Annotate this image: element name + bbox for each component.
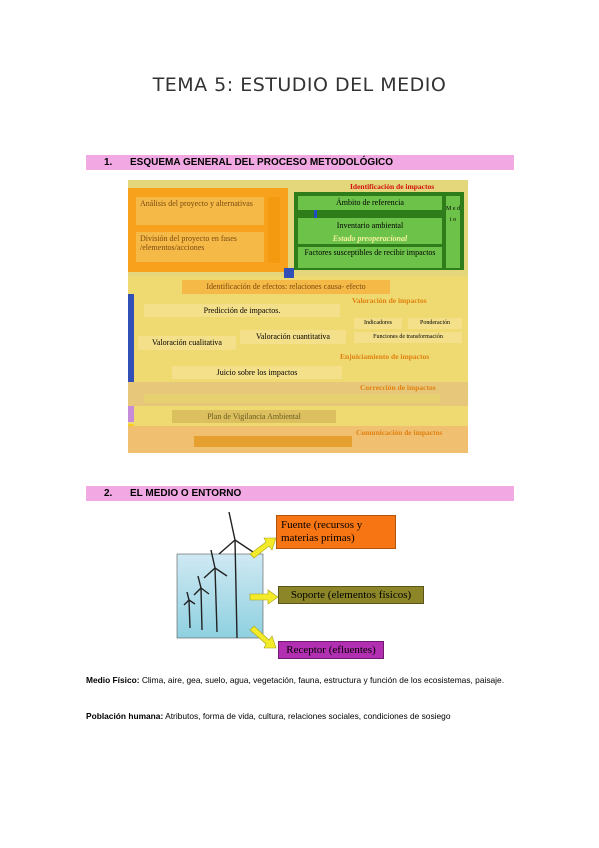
- medio-fisico-paragraph: Medio Físico: Clima, aire, gea, suelo, a…: [86, 674, 514, 686]
- juicio-box: Juicio sobre los impactos: [172, 366, 342, 379]
- section-heading-1: 1. ESQUEMA GENERAL DEL PROCESO METODOLÓGI…: [86, 155, 514, 170]
- funciones-box: Funciones de transformación: [354, 332, 462, 343]
- prediccion-box: Predicción de impactos.: [144, 304, 340, 317]
- page-title: TEMA 5: ESTUDIO DEL MEDIO: [152, 74, 447, 96]
- cuantitativa-box: Valoración cuantitativa: [240, 330, 346, 344]
- medio-side: M e d i o: [446, 196, 460, 268]
- left-bar-blue: [128, 294, 134, 384]
- enjuiciamiento-label: Enjuiciamiento de impactos: [340, 352, 430, 361]
- poblacion-paragraph: Población humana: Atributos, forma de vi…: [86, 710, 514, 722]
- receptor-box: Receptor (efluentes): [278, 641, 384, 659]
- relaciones-box: Identificación de efectos: relaciones ca…: [182, 280, 390, 294]
- cualitativa-box: Valoración cualitativa: [138, 336, 236, 350]
- arrow-down: [314, 210, 317, 218]
- declaracion-strip: [194, 436, 352, 447]
- arrows: [249, 537, 279, 649]
- section-title: EL MEDIO O ENTORNO: [130, 488, 242, 499]
- ponderacion-box: Ponderación: [408, 318, 462, 329]
- fisico-text: Clima, aire, gea, suelo, agua, vegetació…: [139, 675, 505, 685]
- analisis-box: Análisis del proyecto y alternativas: [136, 197, 264, 225]
- comunicacion-label: Comunicación de impactos: [356, 428, 443, 437]
- section-heading-2: 2. EL MEDIO O ENTORNO: [86, 486, 514, 501]
- division-box: División del proyecto en fases /elemento…: [136, 232, 264, 262]
- correccion-label: Corrección de impactos: [360, 383, 436, 392]
- plan-box: Plan de Vigilancia Ambiental: [172, 410, 336, 423]
- soporte-box: Soporte (elementos físicos): [278, 586, 424, 604]
- poblacion-text: Atributos, forma de vida, cultura, relac…: [163, 711, 451, 721]
- ambito-box: Ámbito de referencia: [298, 196, 442, 210]
- section-number: 1.: [104, 157, 113, 168]
- methodology-diagram: Análisis del proyecto y alternativas Div…: [128, 180, 468, 453]
- fuente-box: Fuente (recursos y materias primas): [276, 515, 396, 549]
- section-number: 2.: [104, 488, 113, 499]
- section-title: ESQUEMA GENERAL DEL PROCESO METODOLÓGICO: [130, 157, 393, 168]
- identificacion-label: Identificación de impactos: [350, 182, 435, 191]
- poblacion-label: Población humana:: [86, 711, 164, 721]
- wind-turbines-illustration: [176, 511, 264, 639]
- fisico-label: Medio Físico:: [86, 675, 140, 685]
- indicadores-box: Indicadores: [354, 318, 402, 329]
- medidas-strip: [144, 394, 440, 403]
- proyecto-side: [268, 197, 280, 263]
- valoracion-label: Valoración de impactos: [352, 296, 427, 305]
- factores-box: Factores susceptibles de recibir impacto…: [298, 247, 442, 268]
- connector: [284, 268, 294, 278]
